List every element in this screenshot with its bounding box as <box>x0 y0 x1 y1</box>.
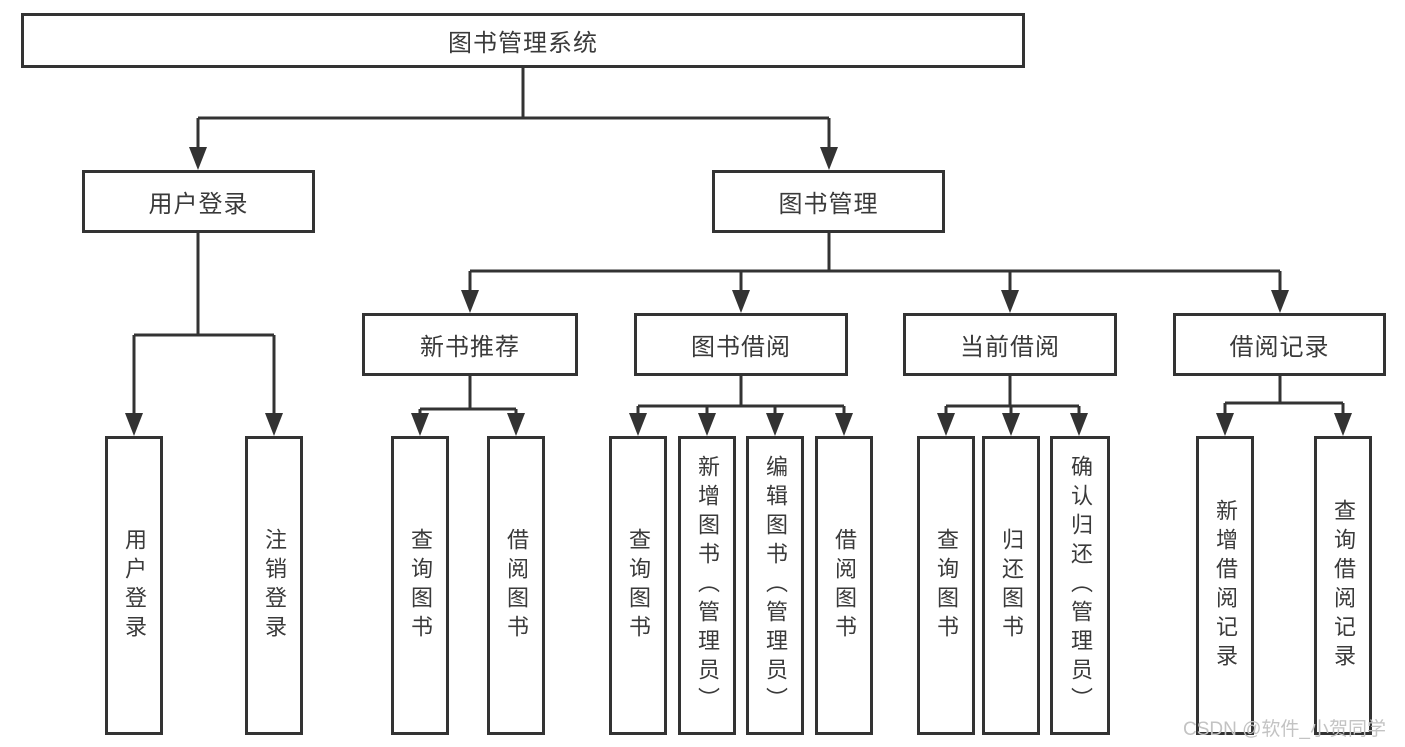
leaf-bb-query-books: 查询图书 <box>609 436 667 735</box>
leaf-logout-login: 注销登录 <box>245 436 303 735</box>
leaf-nbr-borrow-books: 借阅图书 <box>487 436 545 735</box>
leaf-nbr-query-books-label: 查询图书 <box>408 527 433 644</box>
node-new-book-rec: 新书推荐 <box>362 313 578 376</box>
leaf-user-login: 用户登录 <box>105 436 163 735</box>
leaf-bb-query-books-label: 查询图书 <box>626 527 651 644</box>
leaf-br-query-record-label: 查询借阅记录 <box>1331 498 1356 673</box>
leaf-bb-borrow-books-label: 借阅图书 <box>832 527 857 644</box>
node-user-login-label: 用户登录 <box>148 191 249 218</box>
node-current-borrow: 当前借阅 <box>903 313 1117 376</box>
leaf-bb-edit-books-admin: 编辑图书（管理员） <box>746 436 804 735</box>
leaf-nbr-query-books: 查询图书 <box>391 436 449 735</box>
leaf-logout-login-label: 注销登录 <box>262 527 287 644</box>
node-borrow-records-label: 借阅记录 <box>1229 334 1330 361</box>
node-current-borrow-label: 当前借阅 <box>960 334 1060 361</box>
watermark-text: CSDN @软件_小贺同学 <box>1183 719 1386 740</box>
node-root: 图书管理系统 <box>21 13 1025 68</box>
leaf-br-add-record-label: 新增借阅记录 <box>1213 498 1238 673</box>
leaf-cb-return-books-label: 归还图书 <box>999 527 1024 644</box>
leaf-bb-add-books-admin-label: 新增图书（管理员） <box>695 455 720 716</box>
node-book-mgmt-label: 图书管理 <box>778 191 879 218</box>
leaf-bb-edit-books-admin-label: 编辑图书（管理员） <box>763 455 788 716</box>
leaf-cb-return-books: 归还图书 <box>982 436 1040 735</box>
leaf-cb-query-books: 查询图书 <box>917 436 975 735</box>
node-book-borrow: 图书借阅 <box>634 313 848 376</box>
leaf-bb-add-books-admin: 新增图书（管理员） <box>678 436 736 735</box>
leaf-br-query-record: 查询借阅记录 <box>1314 436 1372 735</box>
node-book-mgmt: 图书管理 <box>712 170 945 233</box>
node-root-label: 图书管理系统 <box>448 30 598 57</box>
leaf-cb-query-books-label: 查询图书 <box>934 527 959 644</box>
node-user-login: 用户登录 <box>82 170 315 233</box>
leaf-cb-confirm-return-admin: 确认归还（管理员） <box>1050 436 1110 735</box>
leaf-bb-borrow-books: 借阅图书 <box>815 436 873 735</box>
leaf-user-login-label: 用户登录 <box>122 527 147 644</box>
node-book-borrow-label: 图书借阅 <box>691 334 791 361</box>
leaf-br-add-record: 新增借阅记录 <box>1196 436 1254 735</box>
leaf-cb-confirm-return-admin-label: 确认归还（管理员） <box>1068 455 1093 716</box>
node-new-book-rec-label: 新书推荐 <box>420 334 520 361</box>
leaf-nbr-borrow-books-label: 借阅图书 <box>504 527 529 644</box>
node-borrow-records: 借阅记录 <box>1173 313 1386 376</box>
